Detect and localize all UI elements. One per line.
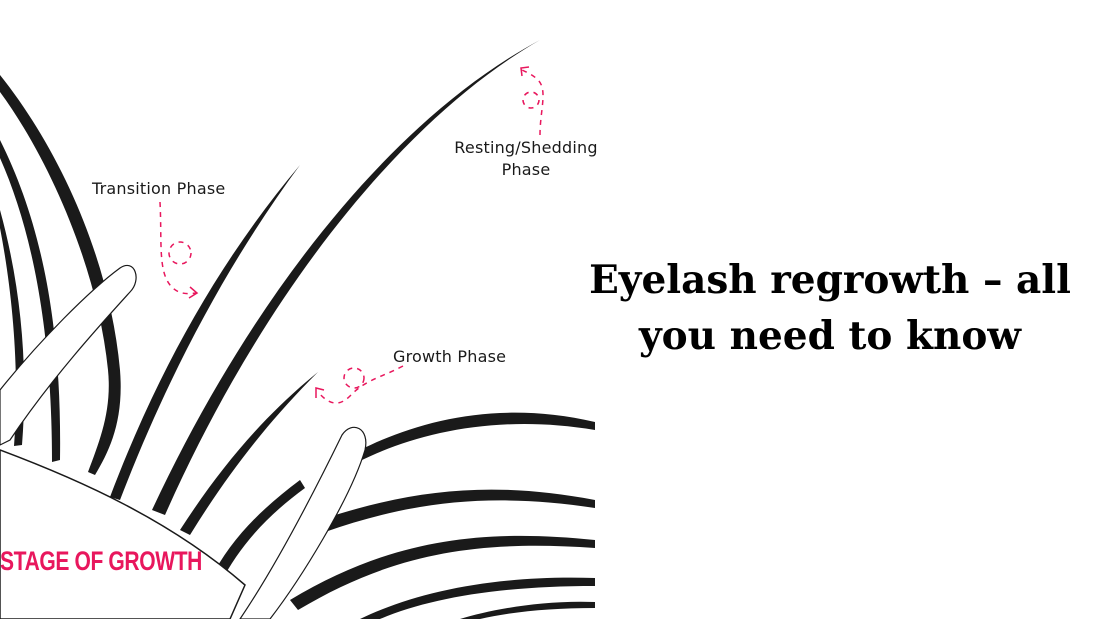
transition-phase-label: Transition Phase bbox=[92, 179, 226, 198]
resting-phase-line2: Phase bbox=[501, 160, 551, 179]
eyelash-growth-illustration: Transition Phase Resting/Shedding Phase … bbox=[0, 40, 600, 619]
lashes-drawing bbox=[0, 40, 595, 619]
growth-phase-label: Growth Phase bbox=[393, 347, 507, 366]
resting-phase-line1: Resting/Shedding bbox=[454, 138, 598, 157]
resting-phase-label: Resting/Shedding Phase bbox=[452, 137, 600, 181]
page-title: Eyelash regrowth – all you need to know bbox=[589, 257, 1071, 360]
stage-of-growth-label: STAGE OF GROWTH bbox=[0, 546, 203, 576]
